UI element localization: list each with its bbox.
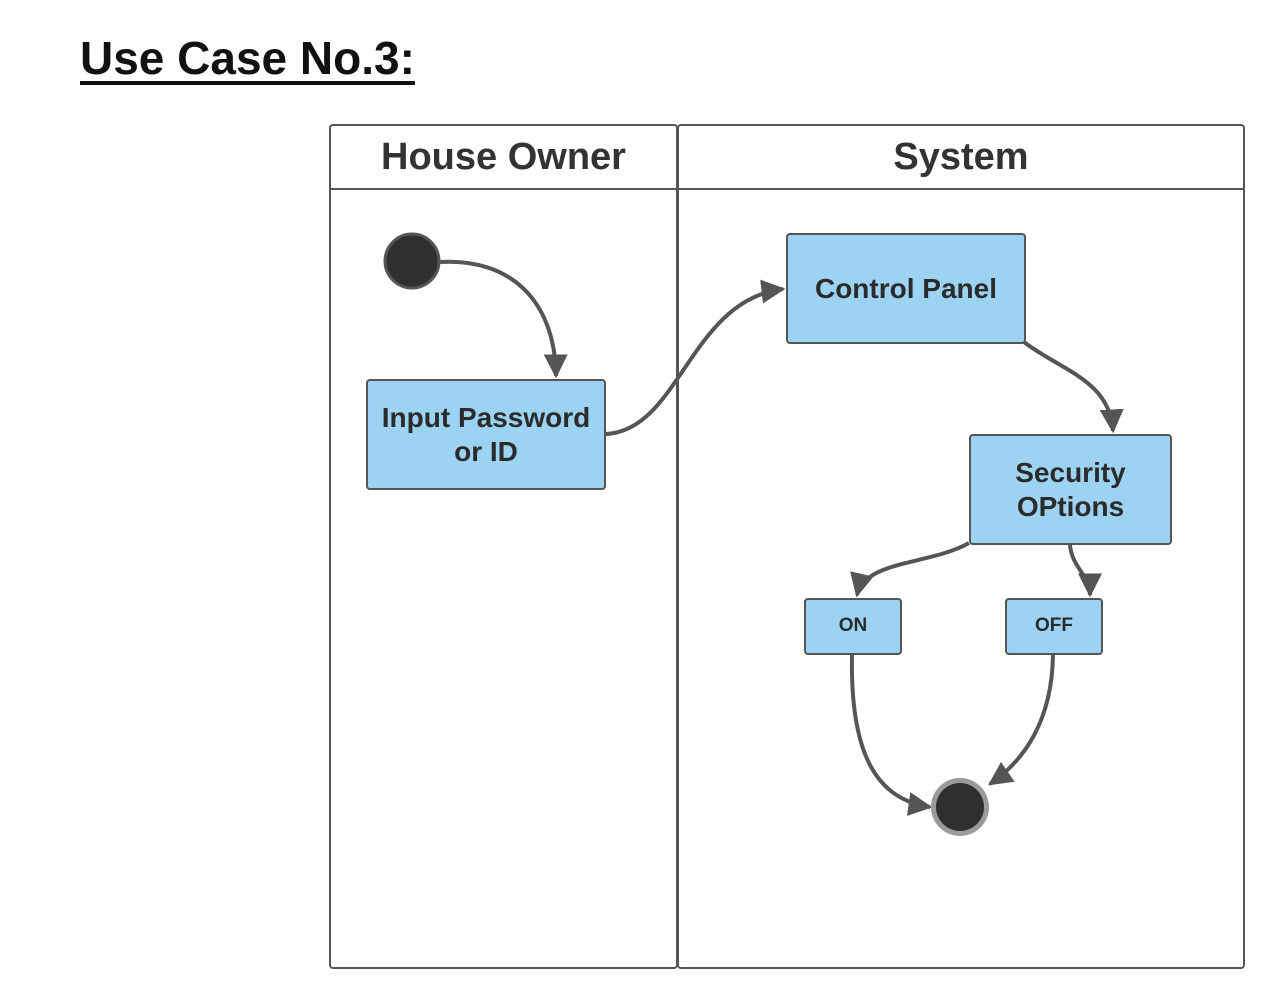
- activity-security-options: Security OPtions: [969, 434, 1172, 545]
- swimlane-header-system: System: [679, 126, 1243, 190]
- activity-label-input-password: Input Password or ID: [381, 401, 591, 467]
- activity-label-security-options: Security OPtions: [1015, 456, 1126, 522]
- activity-input-password: Input Password or ID: [366, 379, 606, 490]
- activity-on: ON: [804, 598, 902, 655]
- page-title: Use Case No.3:: [80, 32, 415, 84]
- activity-off: OFF: [1005, 598, 1103, 655]
- activity-label-control-panel: Control Panel: [814, 272, 997, 304]
- swimlane-house-owner: House Owner: [329, 124, 678, 969]
- swimlane-header-house-owner: House Owner: [331, 126, 676, 190]
- activity-label-off: OFF: [1035, 615, 1073, 637]
- activity-control-panel: Control Panel: [786, 233, 1026, 344]
- activity-label-on: ON: [838, 615, 868, 637]
